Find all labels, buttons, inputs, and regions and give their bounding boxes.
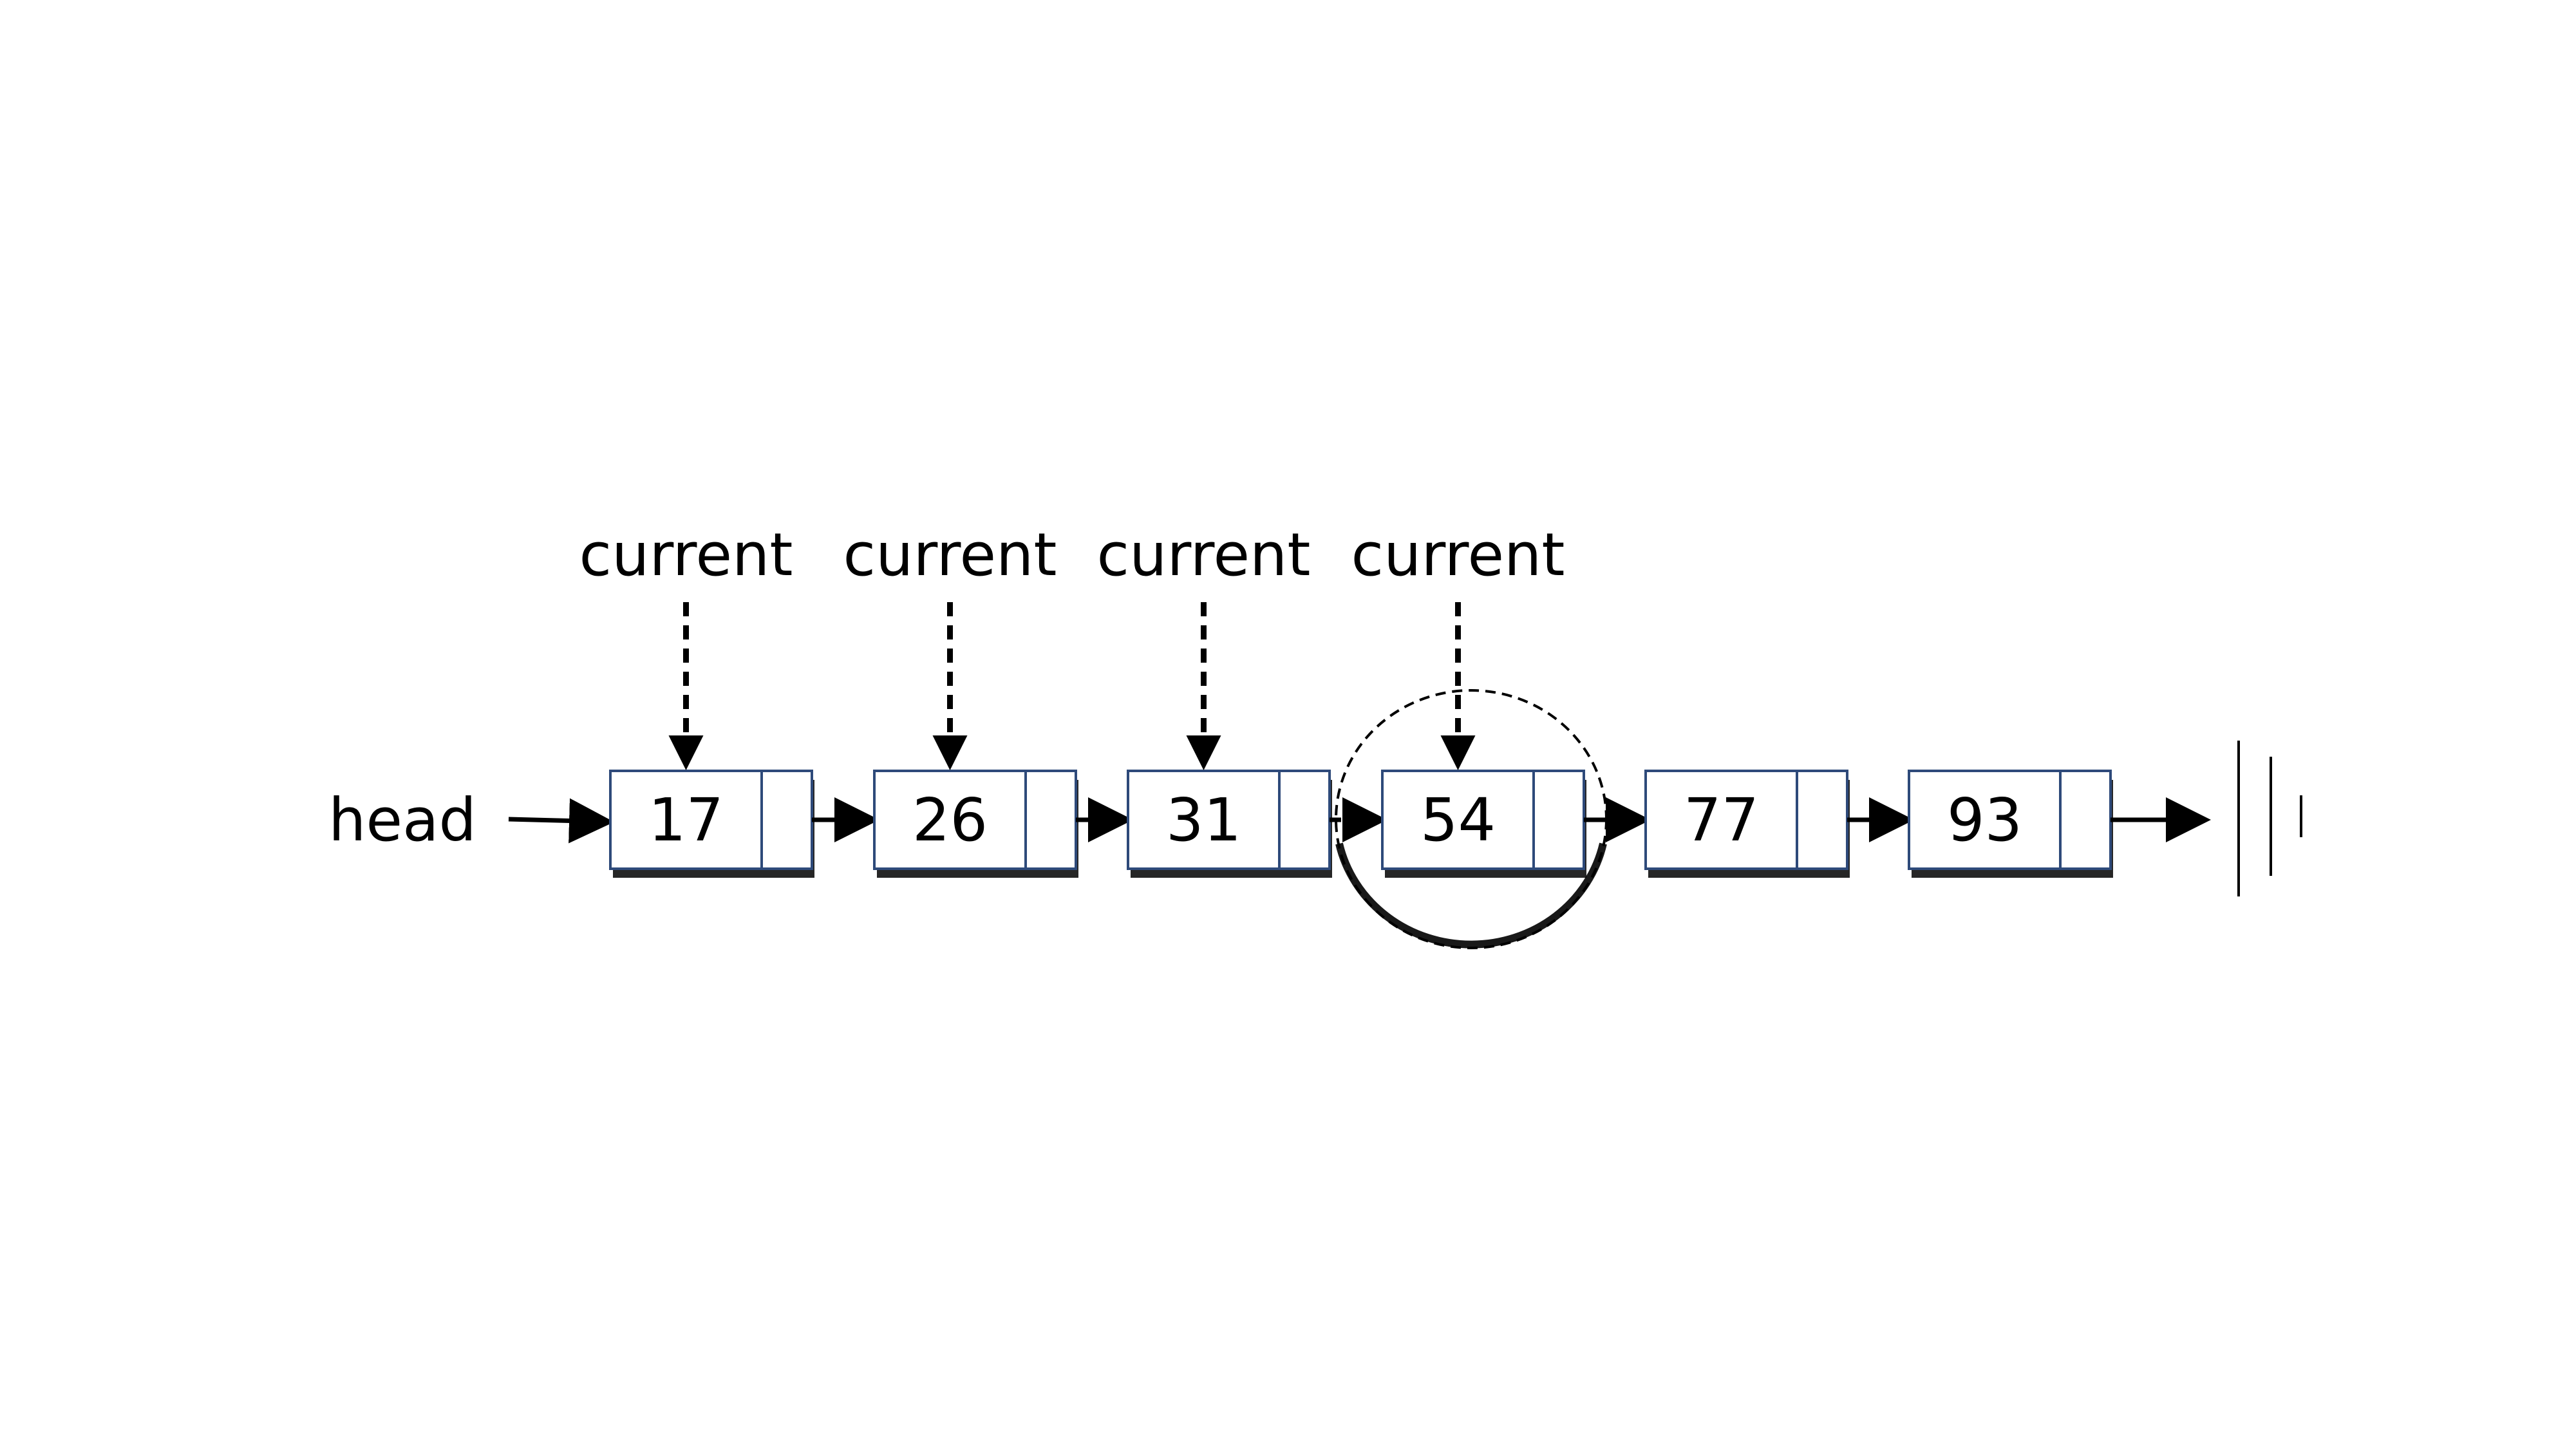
list-node: 77 (1644, 770, 1850, 878)
node-pointer-cell (1532, 770, 1585, 870)
list-node: 54 (1381, 770, 1586, 878)
list-node: 17 (609, 770, 814, 878)
node-value: 26 (912, 786, 988, 855)
node-value: 77 (1684, 786, 1759, 855)
node-pointer-cell (1796, 770, 1848, 870)
node-pointer-cell (1278, 770, 1331, 870)
head-label: head (328, 786, 476, 855)
node-data-cell (1644, 770, 1798, 870)
node-data-cell (609, 770, 763, 870)
current-label: current (1351, 520, 1565, 589)
node-data-cell (1127, 770, 1281, 870)
current-label: current (579, 520, 793, 589)
list-node: 26 (873, 770, 1078, 878)
node-value: 31 (1166, 786, 1241, 855)
node-value: 17 (648, 786, 724, 855)
node-pointer-cell (760, 770, 813, 870)
null-terminator (2237, 741, 2302, 896)
node-pointer-cell (2059, 770, 2112, 870)
nodes-layer: 17 current 26 current 31 current 54 current 77 93 (579, 520, 2211, 878)
node-pointer-cell (1024, 770, 1077, 870)
current-label: current (1097, 520, 1311, 589)
list-node: 93 (1908, 770, 2113, 878)
current-label: current (843, 520, 1057, 589)
list-node: 31 (1127, 770, 1332, 878)
node-value: 93 (1947, 786, 2022, 855)
node-value: 54 (1420, 786, 1496, 855)
highlight-circle-shadow (1335, 842, 1607, 949)
node-data-cell (1381, 770, 1535, 870)
head-pointer-arrow (508, 798, 614, 844)
node-data-cell (1908, 770, 2062, 870)
